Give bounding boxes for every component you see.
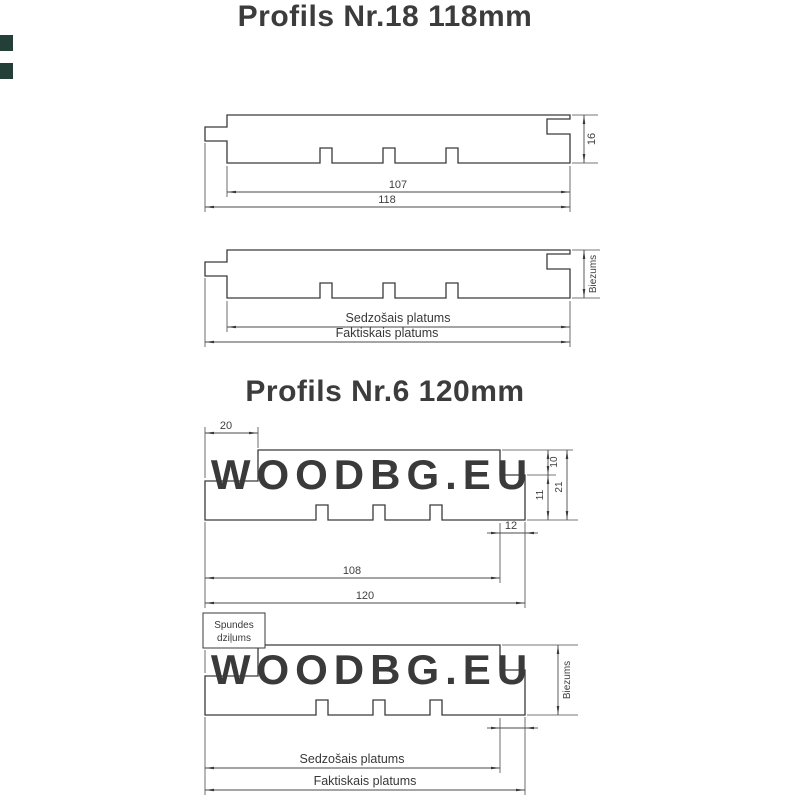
profile18-cross-section-dimensioned [204,114,571,164]
page-title-profile18: Profils Nr.18 118mm [238,0,533,33]
label-groove-depth-line2: dziļums [217,633,251,644]
dim-label-cover-width: Sedzošais platums [300,752,405,766]
dim-label-full-width: Faktiskais platums [336,326,439,340]
dim-value-cover-width: 108 [343,565,361,577]
label-groove-depth-line1: Spundes [214,620,253,631]
left-edge-artifact-2 [0,63,13,79]
dim-value-full-width: 120 [356,590,374,602]
dim-value-lower-thickness: 11 [535,489,546,500]
profile6-cross-section-labelled [204,644,526,716]
dim-label-thickness: Biezums [588,255,599,293]
dim-value-rebate-width: 12 [505,520,517,532]
dim-value-thickness: 16 [586,133,598,145]
dim-value-total-thickness: 21 [554,481,565,493]
groove-depth-label-box [202,612,266,649]
dim-label-cover-width: Sedzošais platums [346,311,451,325]
watermark-text-1: WOODBG.EU [211,451,533,498]
profile18-cross-section-labelled [204,249,571,299]
page-title-profile6: Profils Nr.6 120mm [245,375,524,408]
dim-value-cover-width: 107 [389,179,407,191]
left-edge-artifact-1 [0,35,13,51]
watermark-text-2: WOODBG.EU [211,646,533,693]
dim-value-top-recess: 20 [220,420,232,432]
dim-value-rebate-depth: 10 [549,456,560,468]
profile6-cross-section-dimensioned [204,449,526,521]
dim-value-full-width: 118 [378,194,396,206]
dim-label-full-width: Faktiskais platums [314,774,417,788]
dim-label-thickness: Biezums [562,661,573,699]
